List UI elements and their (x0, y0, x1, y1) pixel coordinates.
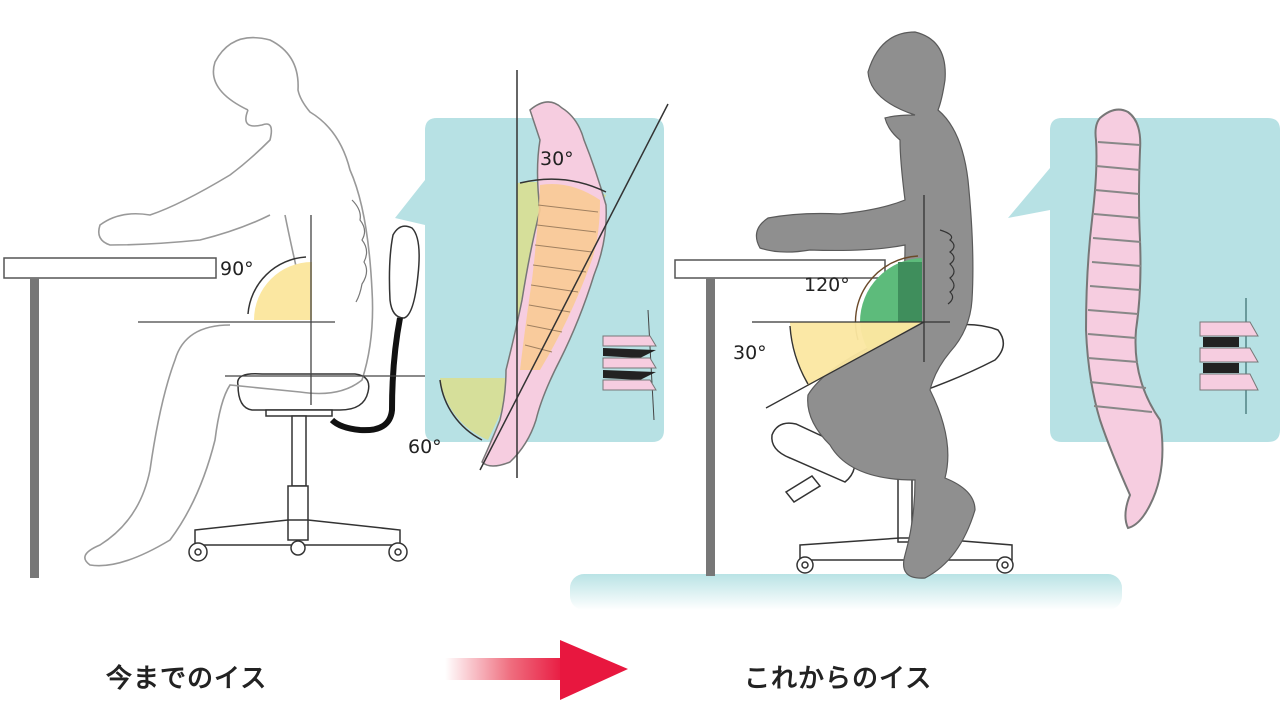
label-spine-tilt-left: 30° (540, 148, 574, 170)
spine-callout-left (395, 70, 669, 478)
label-thigh-angle-right: 30° (733, 342, 767, 364)
healthy-disc-detail (1199, 298, 1259, 414)
desk-right (674, 259, 886, 576)
spine-callout-right (1008, 108, 1280, 530)
label-hip-angle-right: 120° (804, 274, 850, 296)
caption-new-chair: これからのイス (744, 664, 933, 694)
human-outline-slouched (84, 36, 374, 567)
label-hip-angle-left: 90° (220, 258, 254, 280)
arrow-right-icon (445, 640, 628, 700)
desk-left (3, 257, 217, 578)
hip-angle-90 (138, 215, 510, 405)
label-pelvis-angle-left: 60° (408, 436, 442, 458)
right-scene (570, 31, 1280, 610)
caption-conventional-chair: 今までのイス (106, 664, 268, 694)
floor-highlight (570, 574, 1122, 610)
left-scene (3, 36, 669, 578)
thigh-angle-30 (789, 322, 922, 386)
human-filled-upright (755, 31, 976, 579)
compressed-disc-detail (602, 309, 657, 421)
